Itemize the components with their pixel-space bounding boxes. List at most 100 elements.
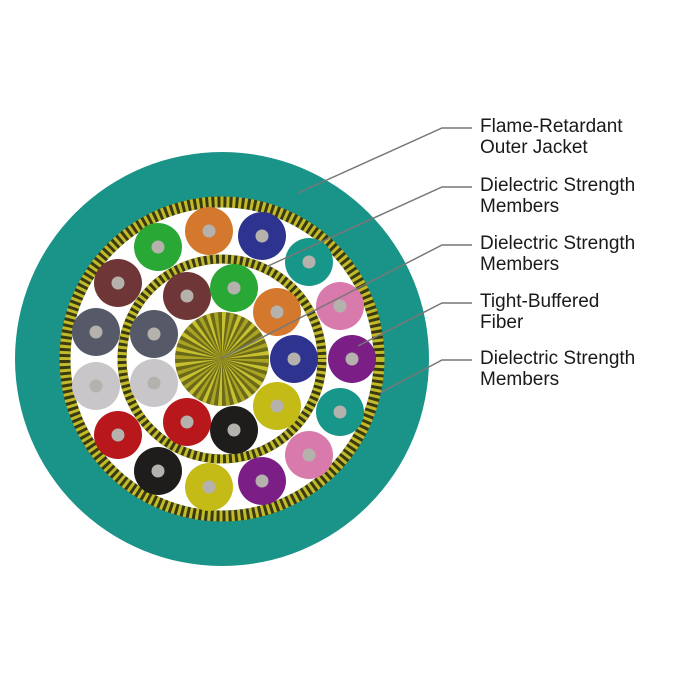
core-strand: [222, 342, 268, 359]
core-strand: [222, 350, 269, 359]
tight-buffered-fiber: [328, 335, 376, 383]
core-strand: [222, 318, 249, 359]
leader-line-outer-strength: [379, 359, 472, 394]
core-strand: [175, 359, 222, 368]
tight-buffered-fiber: [94, 411, 142, 459]
leader-line-jacket: [297, 127, 472, 194]
tight-buffered-fiber: [316, 388, 364, 436]
fiber-core: [333, 405, 347, 419]
fiber-core: [202, 480, 216, 494]
tight-buffered-fiber: [163, 398, 211, 446]
fiber-core: [151, 464, 165, 478]
tight-buffered-fiber: [238, 212, 286, 260]
fiber-core: [180, 415, 194, 429]
leader-line-fiber: [357, 302, 472, 347]
label-line1: Dielectric Strength: [480, 175, 636, 196]
tight-buffered-fiber: [94, 259, 142, 307]
tight-buffered-fiber: [238, 457, 286, 505]
core-strand: [213, 312, 222, 359]
tight-buffered-fiber: [185, 207, 233, 255]
tight-buffered-fiber: [130, 359, 178, 407]
label-line1: Tight-Buffered: [480, 291, 600, 312]
core-strand: [222, 328, 261, 359]
core-strand: [222, 359, 246, 402]
label-line2: Members: [480, 254, 560, 275]
fiber-core: [302, 448, 316, 462]
core-strand: [222, 359, 263, 386]
label-outer-jacket: Flame-Retardant Outer Jacket: [480, 116, 623, 158]
core-strand: [195, 359, 222, 400]
core-strand: [222, 359, 269, 372]
tight-buffered-fiber: [285, 431, 333, 479]
tight-buffered-fiber: [72, 362, 120, 410]
tight-buffered-fiber: [185, 463, 233, 511]
label-outer-strength-members: Dielectric Strength Members: [480, 348, 635, 390]
tight-buffered-fiber: [134, 447, 182, 495]
core-strand: [222, 322, 256, 359]
core-strand: [217, 359, 222, 406]
core-strand: [222, 312, 227, 359]
fiber-core: [111, 428, 125, 442]
label-line1: Flame-Retardant: [480, 116, 623, 137]
fiber-core: [147, 327, 161, 341]
core-strand: [222, 312, 235, 359]
tight-buffered-fiber: [163, 272, 211, 320]
label-line1: Dielectric Strength: [480, 348, 636, 369]
core-strand: [185, 325, 222, 359]
leader-lines: [221, 127, 472, 394]
leader-line-inner-strength: [267, 186, 472, 267]
label-line2: Fiber: [480, 312, 524, 333]
core-strand: [222, 359, 267, 379]
fiber-core: [302, 255, 316, 269]
fiber-core: [202, 224, 216, 238]
core-strand: [222, 359, 269, 364]
fiber-core: [255, 474, 269, 488]
fiber-core: [180, 289, 194, 303]
core-strand: [198, 316, 222, 359]
core-strand: [205, 313, 222, 359]
fiber-core: [333, 299, 347, 313]
fiber-core: [151, 240, 165, 254]
fiber-core: [89, 379, 103, 393]
fiber-core: [227, 423, 241, 437]
core-strand: [222, 359, 253, 398]
outer-fiber-layer: [72, 207, 376, 511]
fiber-core: [89, 325, 103, 339]
label-tight-buffered-fiber: Tight-Buffered Fiber: [480, 291, 599, 333]
label-central-strength-member: Dielectric Strength Members: [480, 233, 635, 275]
core-strand: [209, 359, 222, 406]
label-line2: Members: [480, 196, 560, 217]
label-line2: Members: [480, 369, 560, 390]
core-strand: [222, 359, 259, 393]
fiber-core: [227, 281, 241, 295]
core-strand: [222, 314, 242, 359]
tight-buffered-fiber: [253, 382, 301, 430]
core-strand: [191, 320, 222, 359]
tight-buffered-fiber: [285, 238, 333, 286]
tight-buffered-fiber: [253, 288, 301, 336]
fiber-core: [270, 399, 284, 413]
fiber-core: [255, 229, 269, 243]
core-strand: [177, 339, 222, 359]
label-line1: Dielectric Strength: [480, 233, 636, 254]
central-strength-member: [175, 312, 269, 406]
inner-fiber-layer: [130, 264, 318, 454]
fiber-core: [147, 376, 161, 390]
tight-buffered-fiber: [210, 264, 258, 312]
tight-buffered-fiber: [72, 308, 120, 356]
core-strand: [202, 359, 222, 404]
core-strand: [181, 332, 222, 359]
tight-buffered-fiber: [130, 310, 178, 358]
core-strand: [188, 359, 222, 396]
fiber-core: [270, 305, 284, 319]
core-strand: [176, 359, 222, 376]
tight-buffered-fiber: [316, 282, 364, 330]
tight-buffered-fiber: [210, 406, 258, 454]
outer-strength-member-stripes: [59, 196, 385, 522]
core-strand: [175, 346, 222, 359]
core-strand: [175, 354, 222, 359]
tight-buffered-fiber: [134, 223, 182, 271]
label-line2: Outer Jacket: [480, 137, 588, 158]
leader-line-central-strength: [221, 244, 472, 359]
